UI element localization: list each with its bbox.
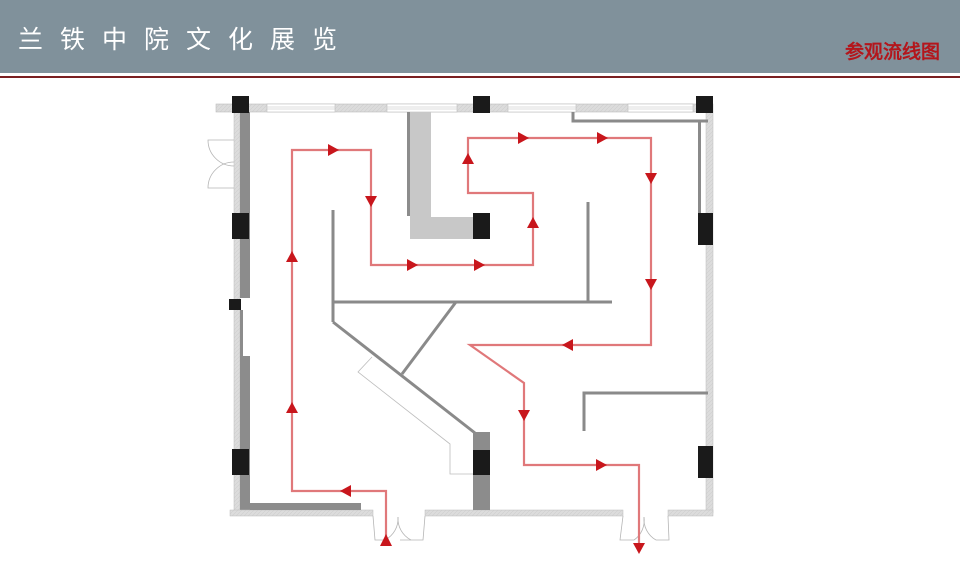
route-arrows xyxy=(286,132,657,554)
diagram-title: 参观流线图 xyxy=(844,41,940,63)
arrow-left-icon xyxy=(562,339,573,351)
arrow-up-icon xyxy=(286,402,298,413)
arrow-down-icon xyxy=(365,196,377,207)
doors xyxy=(207,139,670,541)
exterior-walls xyxy=(215,103,714,517)
arrow-down-icon xyxy=(518,410,530,421)
divider-red xyxy=(0,76,960,78)
arrow-up-icon xyxy=(462,153,474,164)
arrow-down-icon xyxy=(645,173,657,184)
column-center-bottom xyxy=(473,450,490,475)
divider-white xyxy=(0,73,960,76)
arrow-right-icon xyxy=(407,259,418,271)
arrow-up-icon xyxy=(380,534,392,546)
arrow-right-icon xyxy=(328,144,339,156)
arrow-left-icon xyxy=(340,485,351,497)
arrow-right-icon xyxy=(597,132,608,144)
arrow-down-icon xyxy=(633,543,645,554)
arrow-up-icon xyxy=(286,251,298,262)
arrow-right-icon xyxy=(474,259,485,271)
arrow-up-icon xyxy=(527,217,539,228)
partitions xyxy=(331,112,708,510)
arrow-right-icon xyxy=(596,459,607,471)
arrow-down-icon xyxy=(645,279,657,290)
columns xyxy=(229,96,713,478)
arrow-right-icon xyxy=(518,132,529,144)
header-bar: 兰铁中院文化展览 参观流线图 xyxy=(0,0,960,73)
column-center-top xyxy=(473,213,490,239)
windows xyxy=(266,103,694,113)
page-title: 兰铁中院文化展览 xyxy=(18,25,355,54)
